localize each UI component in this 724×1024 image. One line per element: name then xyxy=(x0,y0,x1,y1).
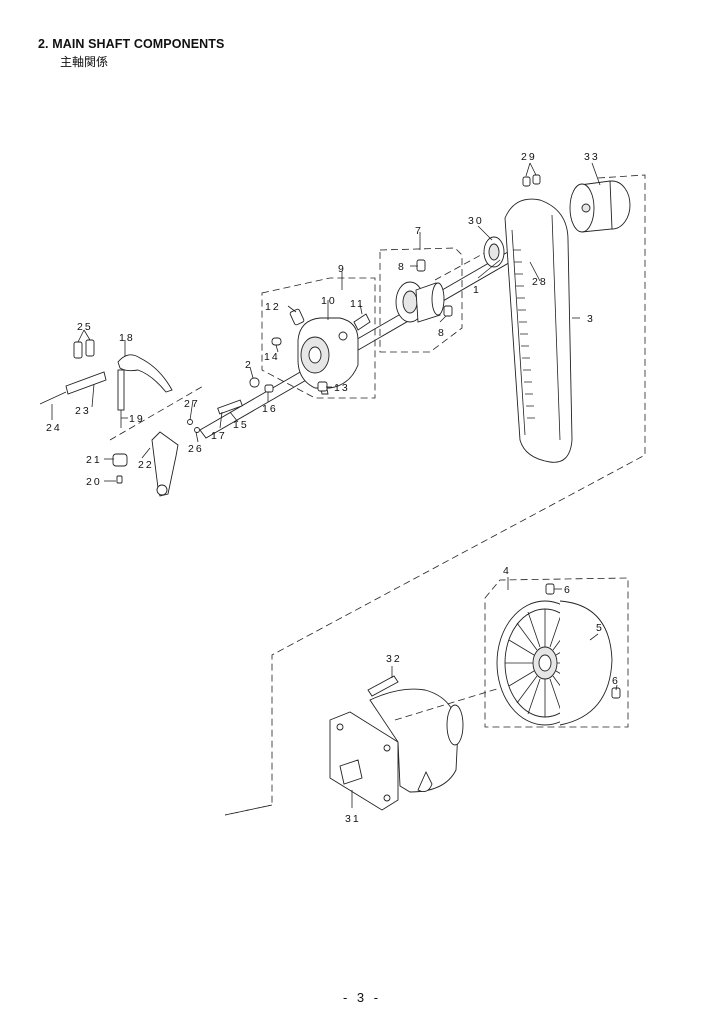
group-4-box xyxy=(484,577,629,728)
callout-27: 27 xyxy=(184,398,200,410)
callout-12: 12 xyxy=(265,301,281,313)
callout-10: 10 xyxy=(321,295,337,307)
callout-1: 1 xyxy=(473,284,481,296)
callout-23: 23 xyxy=(75,405,91,417)
callout-15: 15 xyxy=(233,419,249,431)
bearing-30 xyxy=(483,236,505,268)
screw-32 xyxy=(367,675,399,697)
callout-6b: 6 xyxy=(612,675,620,687)
callout-11: 11 xyxy=(350,298,365,310)
coupling xyxy=(569,180,631,233)
callout-31: 31 xyxy=(345,813,361,825)
belt-teeth xyxy=(513,249,535,419)
callout-22: 22 xyxy=(138,459,154,471)
callout-8a: 8 xyxy=(398,261,406,273)
callout-28: 28 xyxy=(532,276,548,288)
page-number: - 3 - xyxy=(342,990,382,1005)
callout-4: 4 xyxy=(503,565,511,577)
callout-21: 21 xyxy=(86,454,102,466)
callout-32: 32 xyxy=(386,653,402,665)
section-subtitle: 主軸関係 xyxy=(60,55,109,69)
callout-6a: 6 xyxy=(564,584,572,596)
callout-13: 13 xyxy=(334,382,350,394)
callout-24: 24 xyxy=(46,422,62,434)
springs-25 xyxy=(73,339,95,359)
fork-lever xyxy=(117,354,173,428)
callout-30: 30 xyxy=(468,215,484,227)
callout-26: 26 xyxy=(188,443,204,455)
callout-3: 3 xyxy=(587,313,595,325)
callout-labels: 29 33 30 7 8 1 28 3 9 12 10 11 8 25 18 2… xyxy=(46,151,620,825)
callout-14: 14 xyxy=(264,351,280,363)
set-screws-29 xyxy=(522,174,541,187)
callout-9: 9 xyxy=(338,263,346,275)
screw-12 xyxy=(289,308,305,326)
group-7-box xyxy=(379,247,463,353)
group-9-box xyxy=(261,277,376,399)
section-title: 2. MAIN SHAFT COMPONENTS xyxy=(38,37,225,51)
callout-16: 16 xyxy=(262,403,278,415)
eccentric-cam xyxy=(297,317,359,395)
callout-2: 2 xyxy=(245,359,253,371)
callout-5: 5 xyxy=(596,622,604,634)
callout-19: 19 xyxy=(129,413,145,425)
motor-wheel-axis xyxy=(394,687,501,721)
screw-13 xyxy=(317,381,328,392)
callout-17: 17 xyxy=(211,430,227,442)
callout-33: 33 xyxy=(584,151,600,163)
rod-23 xyxy=(39,371,107,405)
link-arm xyxy=(112,431,179,497)
callout-7: 7 xyxy=(415,225,423,237)
bearing-assembly xyxy=(395,259,453,323)
pin-14 xyxy=(271,337,282,346)
callout-25: 25 xyxy=(77,321,93,333)
motor xyxy=(329,688,464,811)
frame-lines xyxy=(224,174,646,816)
leader-lines xyxy=(51,162,618,808)
timing-belt xyxy=(504,198,573,463)
callout-18: 18 xyxy=(119,332,135,344)
screw-11 xyxy=(353,313,371,331)
small-pins xyxy=(187,377,274,433)
handwheel xyxy=(496,600,613,726)
callout-8b: 8 xyxy=(438,327,446,339)
callout-20: 20 xyxy=(86,476,102,488)
callout-29: 29 xyxy=(521,151,537,163)
